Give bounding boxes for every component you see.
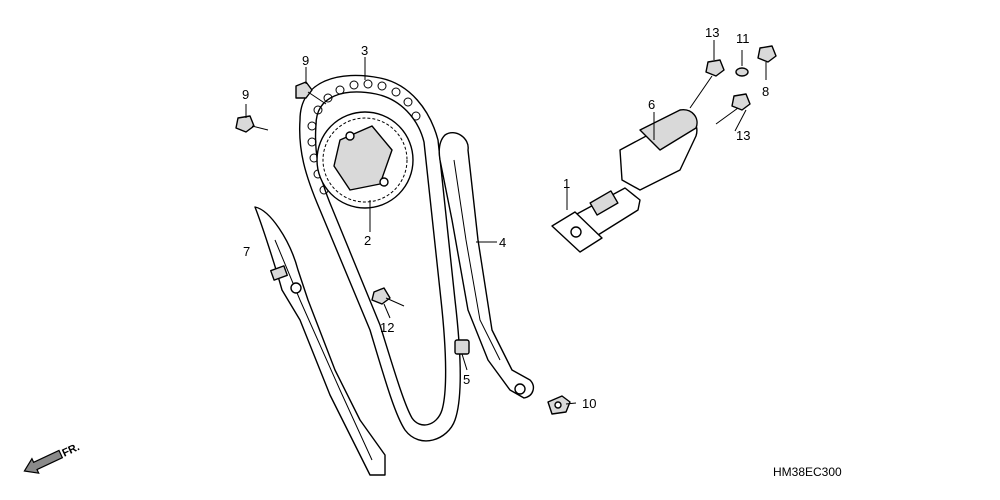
front-arrow-icon bbox=[23, 449, 64, 474]
callout-13-upper: 13 bbox=[705, 25, 719, 40]
bolt-9-left bbox=[235, 115, 269, 133]
callout-2: 2 bbox=[364, 233, 371, 248]
callout-13-lower: 13 bbox=[736, 128, 750, 143]
washer bbox=[547, 395, 571, 415]
bolt-13-lower bbox=[715, 93, 751, 125]
callout-1: 1 bbox=[563, 176, 570, 191]
callout-12: 12 bbox=[380, 320, 394, 335]
callout-5: 5 bbox=[463, 372, 470, 387]
cam-chain-guide bbox=[254, 206, 386, 476]
collar bbox=[454, 339, 470, 355]
callout-3: 3 bbox=[361, 43, 368, 58]
leader-lines bbox=[245, 40, 767, 405]
callout-4: 4 bbox=[499, 235, 506, 250]
diagram-code: HM38EC300 bbox=[773, 465, 842, 479]
callout-7: 7 bbox=[243, 244, 250, 259]
cam-chain-tensioner bbox=[574, 109, 698, 241]
front-direction-indicator: FR. bbox=[23, 441, 82, 474]
callout-6: 6 bbox=[648, 97, 655, 112]
bolt-13-upper bbox=[689, 59, 725, 109]
cam-sprocket bbox=[316, 111, 414, 209]
callout-9-left: 9 bbox=[242, 87, 249, 102]
callout-10: 10 bbox=[582, 396, 596, 411]
front-label: FR. bbox=[60, 441, 81, 459]
callout-9-upper: 9 bbox=[302, 53, 309, 68]
tensioner-slider bbox=[438, 132, 535, 399]
callout-8: 8 bbox=[762, 84, 769, 99]
bolt-9-upper bbox=[295, 81, 327, 105]
bolt-8 bbox=[757, 45, 777, 63]
tensioner-gasket bbox=[551, 211, 603, 253]
washer-11 bbox=[735, 67, 749, 77]
bolt-12 bbox=[371, 287, 405, 307]
callout-11: 11 bbox=[736, 31, 750, 46]
